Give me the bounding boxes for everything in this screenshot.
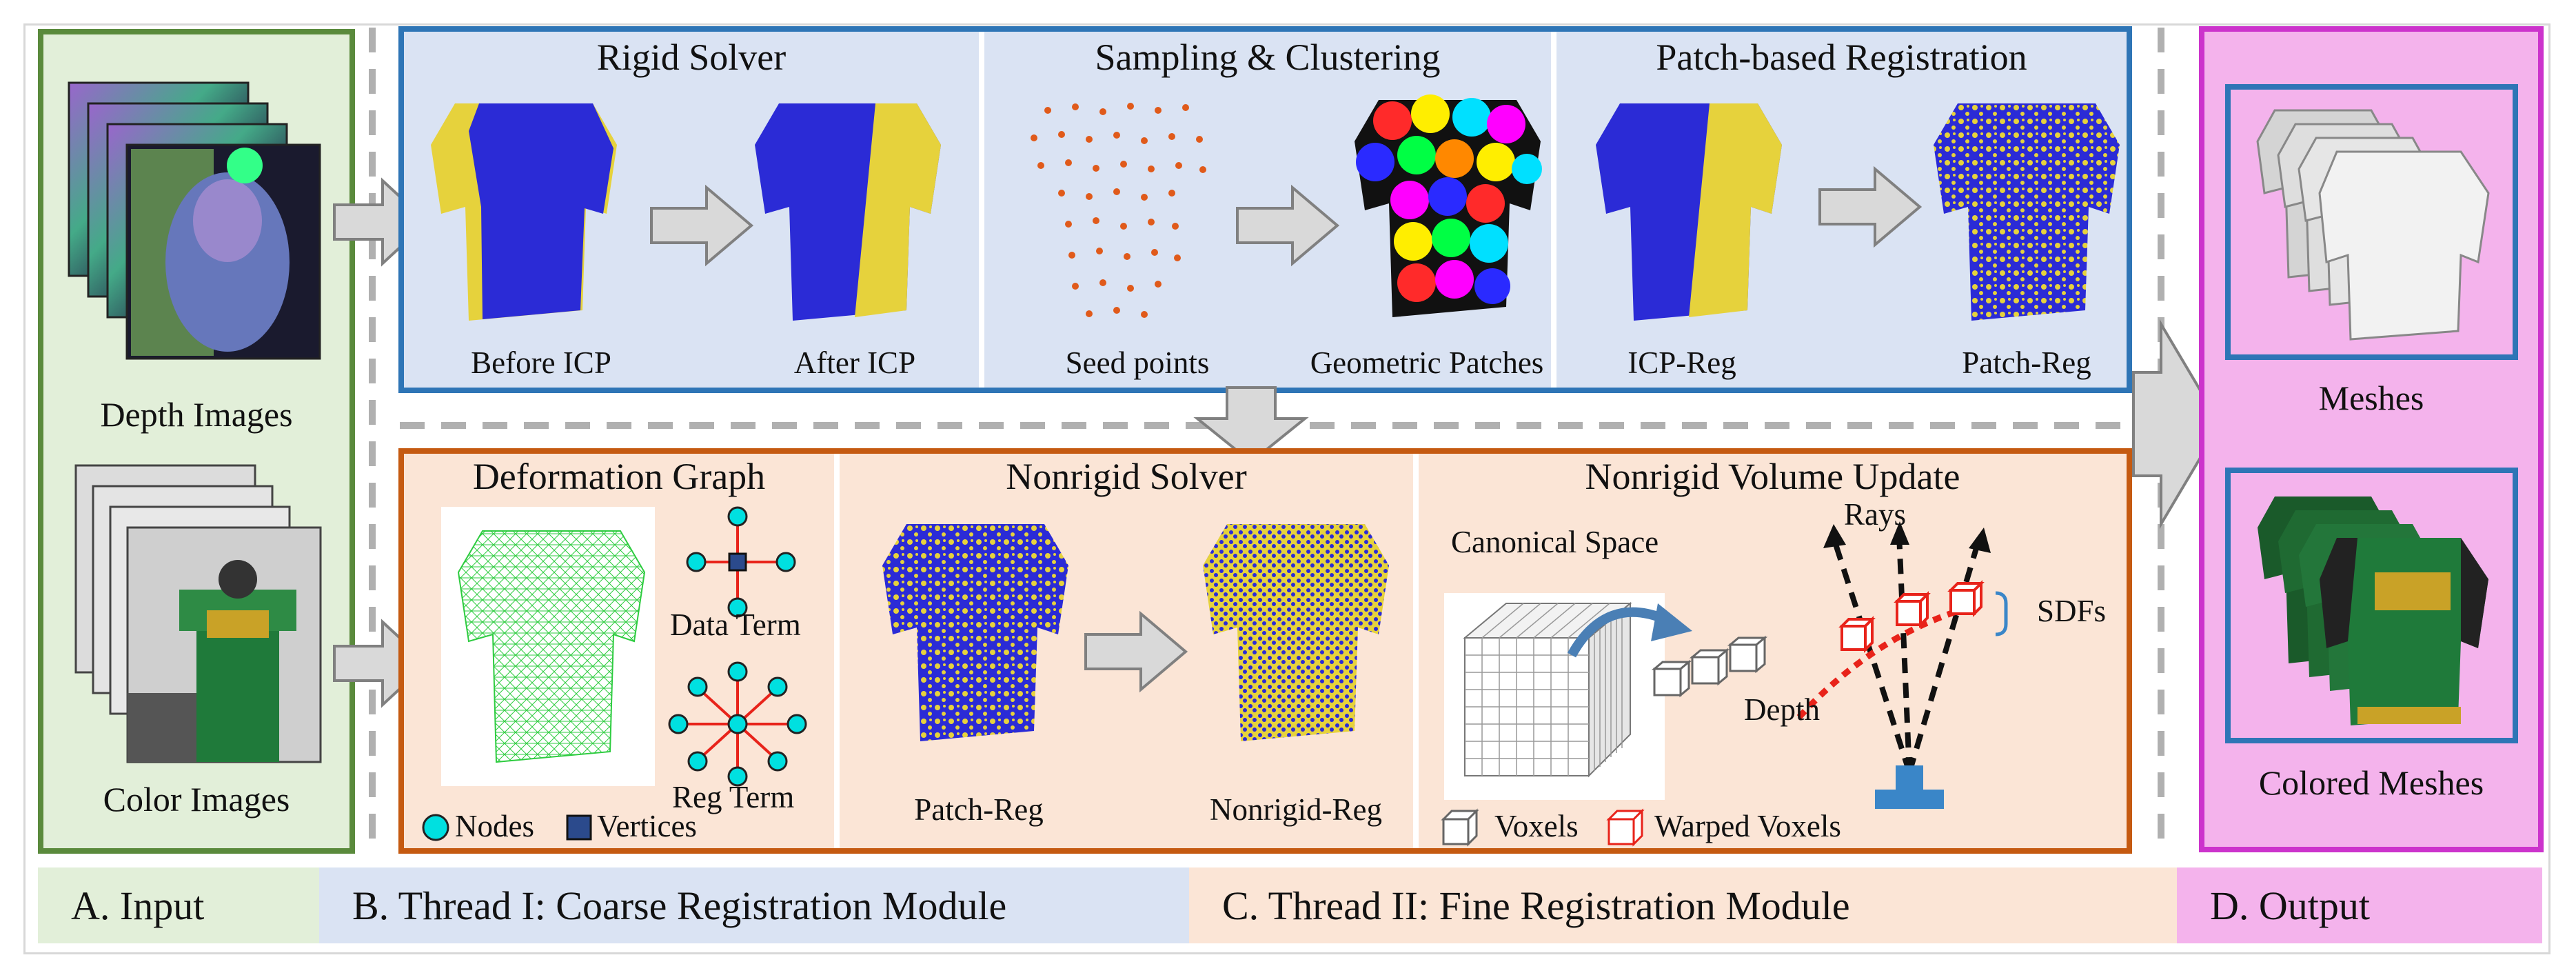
footer-thread1: B. Thread I: Coarse Registration Module	[319, 867, 1189, 943]
footer-output: D. Output	[2177, 867, 2542, 943]
sdfs-label: SDFs	[2037, 594, 2107, 628]
mesh-icp-reg	[1596, 103, 1782, 321]
vertices-legend-label: Vertices	[597, 809, 697, 843]
data-term-label: Data Term	[670, 608, 801, 642]
warped-voxels-legend-label: Warped Voxels	[1654, 809, 1841, 843]
patch-reg-label-2: Patch-Reg	[914, 792, 1044, 827]
voxels-legend-icon	[1441, 808, 1479, 847]
arrow-sampling	[1236, 184, 1340, 267]
canonical-voxel-grid	[1463, 601, 1632, 778]
mesh-patch-reg	[1934, 103, 2120, 321]
depth-label: Depth	[1744, 692, 1820, 727]
footer-thread2: C. Thread II: Fine Registration Module	[1189, 867, 2177, 943]
warp-arc-arrow	[1567, 603, 1692, 658]
mesh-before-icp	[431, 103, 617, 321]
data-term-graph	[686, 506, 796, 618]
mesh-geometric-patches	[1355, 94, 1542, 317]
vertices-legend-icon	[566, 814, 592, 841]
deformation-graph-title: Deformation Graph	[472, 456, 766, 497]
depth-images-label: Depth Images	[100, 395, 293, 434]
seed-points	[1031, 103, 1206, 318]
meshes-label: Meshes	[2318, 379, 2424, 417]
seed-points-label: Seed points	[1065, 345, 1210, 380]
meshes-frame	[2225, 84, 2518, 360]
nodes-legend-label: Nodes	[455, 809, 534, 843]
patch-registration-title: Patch-based Registration	[1656, 37, 2027, 78]
patch-reg-label-1: Patch-Reg	[1962, 345, 2091, 380]
sampling-title: Sampling & Clustering	[1095, 37, 1441, 78]
after-icp-label: After ICP	[793, 345, 916, 380]
warped-voxels-legend-icon	[1606, 808, 1645, 847]
canonical-space-label: Canonical Space	[1451, 525, 1659, 559]
camera-rays	[1796, 521, 1991, 809]
nonrigid-reg-label: Nonrigid-Reg	[1210, 792, 1382, 827]
small-voxels	[1651, 635, 1768, 698]
outer-frame	[23, 23, 2550, 954]
arrow-rigid	[650, 184, 754, 267]
nodes-legend-icon	[422, 814, 449, 841]
arrow-nonrigid	[1084, 610, 1188, 693]
colored-meshes-frame	[2225, 468, 2518, 743]
thread1-divider-1	[979, 32, 984, 388]
colored-meshes-stack	[2258, 496, 2488, 725]
nonrigid-solver-title: Nonrigid Solver	[1006, 456, 1247, 497]
volume-update-title: Nonrigid Volume Update	[1585, 456, 1960, 497]
icp-reg-label: ICP-Reg	[1627, 345, 1736, 380]
voxels-legend-label: Voxels	[1494, 809, 1579, 843]
mesh-nonrigid-patch-reg	[882, 524, 1068, 741]
thread2-divider-1	[834, 454, 840, 848]
sdf-bracket	[1995, 591, 2008, 636]
color-images-label: Color Images	[103, 780, 290, 819]
depth-image-stack	[68, 81, 321, 360]
arrow-thread1-to-thread2	[1193, 386, 1309, 464]
thread2-divider-2	[1413, 454, 1419, 848]
reg-term-label: Reg Term	[672, 780, 795, 814]
meshes-stack	[2256, 109, 2490, 341]
colored-meshes-label: Colored Meshes	[2258, 763, 2484, 802]
rigid-solver-title: Rigid Solver	[596, 37, 787, 78]
reg-term-graph	[668, 661, 807, 787]
mesh-after-icp	[755, 103, 941, 321]
arrow-to-output	[2132, 319, 2222, 530]
rays-label: Rays	[1844, 497, 1906, 532]
arrow-patch-reg	[1818, 165, 1923, 248]
dashed-separator-left	[369, 28, 376, 855]
thread1-divider-2	[1551, 32, 1556, 388]
geometric-patches-label: Geometric Patches	[1310, 345, 1544, 380]
mesh-nonrigid-reg	[1203, 524, 1389, 741]
wireframe-mesh	[457, 530, 646, 763]
color-image-stack	[74, 464, 322, 763]
footer-input: A. Input	[38, 867, 319, 943]
before-icp-label: Before ICP	[471, 345, 611, 380]
